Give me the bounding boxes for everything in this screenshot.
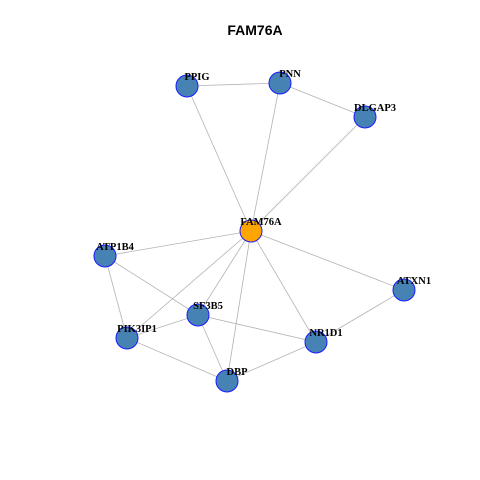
edge-fam76a-nr1d1 [250,230,317,343]
edge-sf3b5-dbp [197,314,228,382]
node-pik3ip1: PIK3IP1 [115,324,157,350]
node-label-sf3b5: SF3B5 [193,301,223,312]
node-circle-atxn1 [392,278,416,302]
node-label-atxn1: ATXN1 [397,276,431,287]
node-nr1d1: NR1D1 [304,328,343,354]
node-circle-pik3ip1 [115,326,139,350]
edge-nr1d1-dbp [226,341,317,382]
node-atp1b4: ATP1B4 [93,242,135,268]
node-circle-dlgap3 [353,105,377,129]
edge-fam76a-dbp [226,230,252,382]
node-circle-pnn [268,71,292,95]
edge-pnn-dlgap3 [279,82,366,118]
node-circle-atp1b4 [93,244,117,268]
edge-pnn-fam76a [250,82,281,232]
edge-fam76a-atp1b4 [104,230,252,257]
node-sf3b5: SF3B5 [186,301,223,327]
node-atxn1: ATXN1 [392,276,431,302]
node-fam76a: FAM76A [239,217,282,243]
diagram-title: FAM76A [227,22,282,38]
edge-nr1d1-atxn1 [315,289,405,343]
edge-atp1b4-sf3b5 [104,255,199,316]
edge-fam76a-atxn1 [250,230,405,291]
node-pnn: PNN [268,69,301,95]
node-dlgap3: DLGAP3 [353,103,396,129]
node-circle-dbp [215,369,239,393]
edge-ppig-fam76a [186,85,252,232]
node-label-atp1b4: ATP1B4 [96,242,134,253]
node-label-dbp: DBP [227,367,249,378]
edge-pik3ip1-sf3b5 [126,314,199,339]
edge-fam76a-pik3ip1 [126,230,252,339]
edge-fam76a-sf3b5 [197,230,252,316]
node-circle-ppig [175,74,199,98]
edge-sf3b5-nr1d1 [197,314,317,343]
node-label-nr1d1: NR1D1 [309,328,342,339]
edge-atp1b4-pik3ip1 [104,255,128,339]
edge-pik3ip1-dbp [126,337,228,382]
node-circle-sf3b5 [186,303,210,327]
node-label-dlgap3: DLGAP3 [354,103,396,114]
node-label-fam76a: FAM76A [240,217,282,228]
node-label-pik3ip1: PIK3IP1 [117,324,157,335]
node-layer: FAM76A PPIG PNN DLGAP3ATP1B4ATXN1SF3B5PIK3I… [93,69,431,393]
node-circle-fam76a [239,219,263,243]
node-label-ppig: PPIG [184,72,209,83]
node-circle-nr1d1 [304,330,328,354]
edge-layer [104,82,405,382]
edge-dlgap3-fam76a [250,116,366,232]
node-ppig: PPIG [175,72,210,98]
edge-ppig-pnn [186,82,281,87]
node-dbp: DBP [215,367,249,393]
node-label-pnn: PNN [279,69,301,80]
